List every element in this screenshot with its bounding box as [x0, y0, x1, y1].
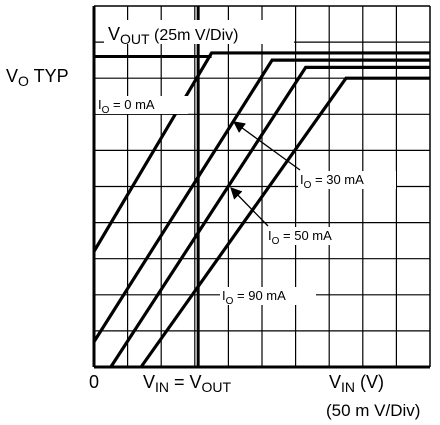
vo-typ-label: VO TYP: [6, 66, 69, 89]
x-axis-unit: (50 m V/Div): [326, 401, 420, 420]
series-label-backdrop-2: [266, 227, 362, 245]
series-label-backdrop-1: [298, 171, 396, 189]
series-label-2: IO = 50 mA: [268, 228, 332, 247]
series-label-2-rest: = 50 mA: [279, 228, 332, 243]
series-label-3: IO = 90 mA: [222, 288, 286, 307]
series-label-0: IO = 0 mA: [98, 97, 155, 116]
series-label-0-sub: O: [102, 105, 110, 116]
series-label-3-rest: = 90 mA: [233, 288, 286, 303]
series-label-3-sub: O: [226, 296, 234, 307]
series-line-2: [109, 65, 430, 368]
x-origin-label: 0: [89, 372, 99, 392]
series-label-1: IO = 30 mA: [300, 172, 364, 191]
series-label-0-rest: = 0 mA: [109, 97, 154, 112]
series-line-3: [139, 76, 430, 368]
x-axis-title: VIN (V): [329, 372, 384, 395]
series-label-3-main: I: [222, 288, 226, 303]
vin-equals-vout-label: VIN = VOUT: [143, 372, 232, 395]
series-label-backdrop-3: [220, 287, 316, 305]
series-label-1-rest: = 30 mA: [311, 172, 364, 187]
y-axis-title-backdrop: [104, 20, 294, 44]
series-label-1-main: I: [300, 172, 304, 187]
series-label-1-sub: O: [304, 180, 312, 191]
series-label-0-main: I: [98, 97, 102, 112]
y-axis-title: VOUT (25m V/Div): [108, 24, 238, 47]
series-label-2-main: I: [268, 228, 272, 243]
series-label-arrow-2: [230, 187, 269, 227]
series-label-arrow-1: [233, 121, 301, 171]
series-line-0: [92, 51, 430, 253]
series-label-2-sub: O: [272, 236, 280, 247]
series-lines: [92, 51, 430, 368]
series-label-backdrop-0: [96, 96, 188, 114]
series-line-1: [92, 58, 430, 343]
